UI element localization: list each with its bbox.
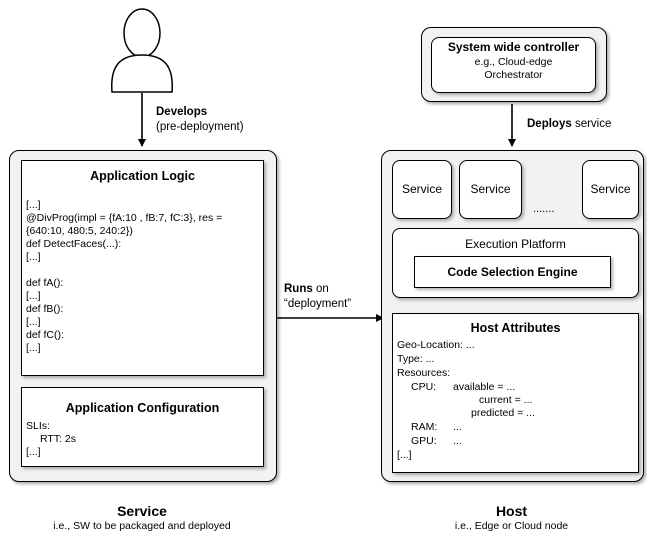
service-caption-title: Service <box>117 503 167 519</box>
deploys-rest: service <box>571 118 612 130</box>
code-line: {640:10, 480:5, 240:2}) <box>26 225 133 237</box>
service-box: Service <box>582 160 639 219</box>
deploys-label: Deploys service <box>527 118 611 131</box>
host-attributes-box: Host Attributes Geo-Location: ... Type: … <box>392 313 639 473</box>
application-configuration-box: Application Configuration SLIs: RTT: 2s … <box>21 387 264 467</box>
code-selection-engine-box: Code Selection Engine <box>414 256 611 288</box>
ram-value: ... <box>453 421 462 433</box>
develops-label: Develops <box>156 106 208 118</box>
cpu-predicted: predicted = ... <box>471 407 535 419</box>
code-line: @DivProg(impl = {fA:10 , fB:7, fC:3}, re… <box>26 212 223 224</box>
config-line: SLIs: <box>26 420 50 432</box>
application-configuration-title: Application Configuration <box>65 401 220 415</box>
runs-bold: Runs <box>284 283 313 295</box>
controller-line-2: Orchestrator <box>484 69 543 81</box>
services-ellipsis: ....... <box>533 203 555 215</box>
controller-line-1: e.g., Cloud-edge <box>474 56 553 68</box>
code-line: def fA(): <box>26 277 64 289</box>
cpu-current: current = ... <box>479 394 533 406</box>
code-line: [...] <box>26 199 41 211</box>
service-box-label: Service <box>401 182 442 196</box>
deploys-bold: Deploys <box>527 118 572 130</box>
attr-resources: Resources: <box>397 367 451 379</box>
code-selection-engine-label: Code Selection Engine <box>447 265 578 279</box>
attr-geo-location: Geo-Location: ... <box>397 339 475 351</box>
deployment-label: “deployment” <box>284 298 352 310</box>
execution-platform-label: Execution Platform <box>465 237 566 251</box>
host-caption-title: Host <box>495 503 528 519</box>
gpu-label: GPU: <box>411 435 437 447</box>
host-caption-subtitle: i.e., Edge or Cloud node <box>454 520 569 532</box>
application-logic-box: Application Logic [...] @DivProg(impl = … <box>21 160 264 376</box>
application-logic-title: Application Logic <box>90 169 195 183</box>
service-box: Service <box>459 160 522 219</box>
developer-person-icon <box>111 8 173 93</box>
config-line: [...] <box>26 446 41 458</box>
service-box-label: Service <box>470 182 511 196</box>
ram-label: RAM: <box>411 421 438 433</box>
host-attributes-title: Host Attributes <box>470 321 561 335</box>
attr-type: Type: ... <box>397 353 435 365</box>
controller-title: System wide controller <box>447 40 580 54</box>
runs-label: Runs on <box>284 283 329 296</box>
code-line: def DetectFaces(...): <box>26 238 122 250</box>
system-wide-controller-box: System wide controller e.g., Cloud-edge … <box>431 37 596 93</box>
code-line: [...] <box>26 251 41 263</box>
code-line: [...] <box>26 290 41 302</box>
cpu-label: CPU: <box>411 381 437 393</box>
cpu-available: available = ... <box>453 381 516 393</box>
attr-more: [...] <box>397 449 412 461</box>
code-line: def fB(): <box>26 303 64 315</box>
service-box-label: Service <box>590 182 631 196</box>
pre-deployment-label: (pre-deployment) <box>156 121 244 133</box>
code-line: def fC(): <box>26 329 64 341</box>
gpu-value: ... <box>453 435 462 447</box>
config-line: RTT: 2s <box>40 433 76 445</box>
service-caption-subtitle: i.e., SW to be packaged and deployed <box>53 520 231 532</box>
service-box: Service <box>392 160 452 219</box>
code-line: [...] <box>26 342 41 354</box>
code-line: [...] <box>26 316 41 328</box>
runs-rest: on <box>312 283 329 295</box>
